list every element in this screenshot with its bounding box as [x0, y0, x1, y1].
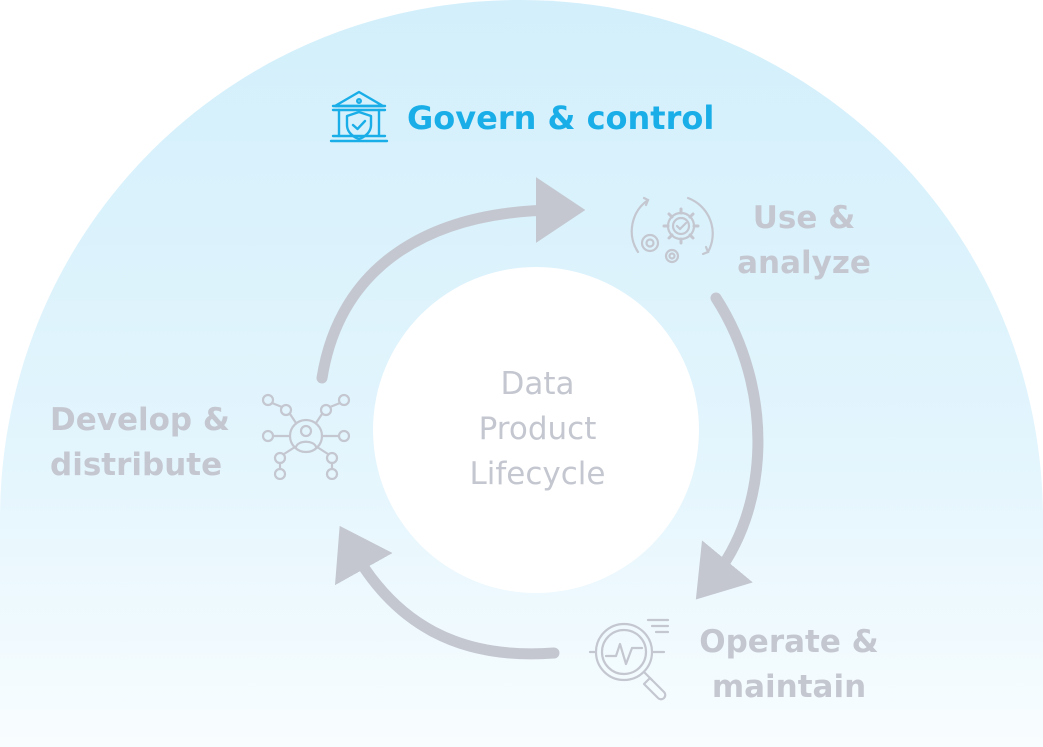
stage-use-line-1: Use &: [752, 200, 856, 236]
magnifier-chart-icon: [588, 618, 670, 701]
stage-operate-maintain: Operate & maintain: [694, 620, 884, 710]
stage-develop-distribute: Develop & distribute: [50, 398, 240, 488]
center-title: Data Product Lifecycle: [410, 362, 665, 497]
center-circle: [373, 267, 699, 593]
stage-use-analyze: Use & analyze: [734, 196, 874, 286]
network-user-icon: [261, 393, 351, 480]
center-title-line-1: Data: [500, 366, 575, 402]
center-title-line-2: Product: [478, 411, 597, 447]
center-title-line-3: Lifecycle: [469, 456, 606, 492]
stage-use-line-2: analyze: [737, 245, 871, 281]
bank-shield-icon: [329, 90, 389, 143]
arrow-operate-to-develop: [335, 525, 560, 660]
arrow-use-to-operate: [695, 292, 764, 600]
stage-operate-line-2: maintain: [711, 669, 867, 705]
stage-develop-line-2: distribute: [50, 447, 223, 483]
stage-operate-line-1: Operate &: [699, 624, 879, 660]
gears-check-icon: [630, 196, 714, 264]
arrow-develop-to-use: [316, 177, 586, 384]
stage-develop-line-1: Develop &: [50, 402, 230, 438]
govern-title: Govern & control: [407, 99, 715, 137]
